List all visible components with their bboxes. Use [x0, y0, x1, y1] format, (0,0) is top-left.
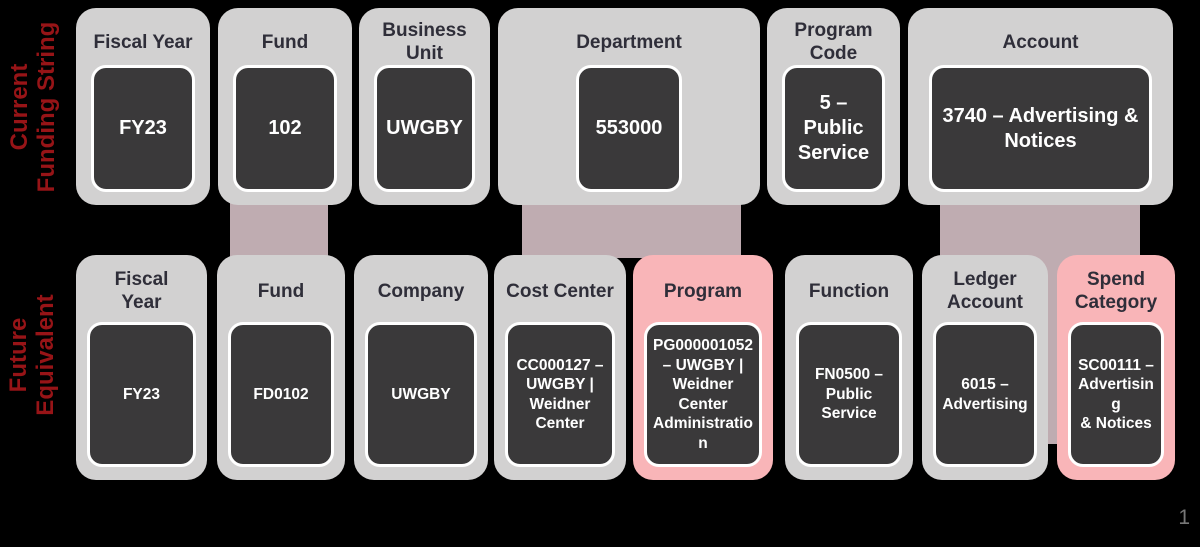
card-future-spend-category: Spend Category SC00111 – Advertising & N… [1057, 255, 1175, 480]
card-title: Company [377, 280, 465, 302]
card-value-box: UWGBY [374, 65, 475, 192]
card-title: Program Code [794, 20, 873, 64]
card-value-box: FY23 [91, 65, 195, 192]
card-title: Ledger Account [947, 269, 1023, 313]
card-title: Department [576, 31, 682, 53]
card-title: Account [1002, 31, 1079, 53]
card-future-company: Company UWGBY [354, 255, 488, 480]
card-value-box: PG000001052 – UWGBY | Weidner Center Adm… [644, 322, 762, 467]
card-current-account: Account 3740 – Advertising & Notices [908, 8, 1173, 205]
card-value-box: FY23 [87, 322, 196, 467]
card-title: Fiscal Year [114, 269, 169, 313]
card-future-program: Program PG000001052 – UWGBY | Weidner Ce… [633, 255, 773, 480]
card-current-fiscal-year: Fiscal Year FY23 [76, 8, 210, 205]
card-value-box: FN0500 – Public Service [796, 322, 902, 467]
card-value-box: 553000 [576, 65, 682, 192]
card-current-department: Department 553000 [498, 8, 760, 205]
row-label-future-equivalent: Future Equivalent [5, 294, 59, 416]
card-current-fund: Fund 102 [218, 8, 352, 205]
card-value-box: CC000127 – UWGBY | Weidner Center [505, 322, 615, 467]
card-title: Fiscal Year [93, 31, 193, 53]
card-value-box: SC00111 – Advertising & Notices [1068, 322, 1164, 467]
card-current-business-unit: Business Unit UWGBY [359, 8, 490, 205]
card-future-cost-center: Cost Center CC000127 – UWGBY | Weidner C… [494, 255, 626, 480]
card-value-box: 102 [233, 65, 337, 192]
card-title: Spend Category [1074, 269, 1158, 313]
card-value-box: FD0102 [228, 322, 334, 467]
card-value-box: 3740 – Advertising & Notices [929, 65, 1152, 192]
card-title: Program [663, 280, 743, 302]
row-label-current-funding-string: Current Funding String [6, 21, 60, 193]
card-future-fund: Fund FD0102 [217, 255, 345, 480]
card-current-program-code: Program Code 5 – Public Service [767, 8, 900, 205]
card-title: Function [808, 280, 890, 302]
slide-page-number: 1 [1178, 506, 1190, 529]
card-title: Business Unit [382, 20, 467, 64]
card-value-box: 5 – Public Service [782, 65, 885, 192]
card-future-fiscal-year: Fiscal Year FY23 [76, 255, 207, 480]
card-future-ledger-account: Ledger Account 6015 – Advertising [922, 255, 1048, 480]
card-value-box: 6015 – Advertising [933, 322, 1037, 467]
card-title: Fund [257, 280, 305, 302]
card-title: Cost Center [506, 280, 614, 302]
card-future-function: Function FN0500 – Public Service [785, 255, 913, 480]
card-value-box: UWGBY [365, 322, 477, 467]
card-title: Fund [261, 31, 309, 53]
